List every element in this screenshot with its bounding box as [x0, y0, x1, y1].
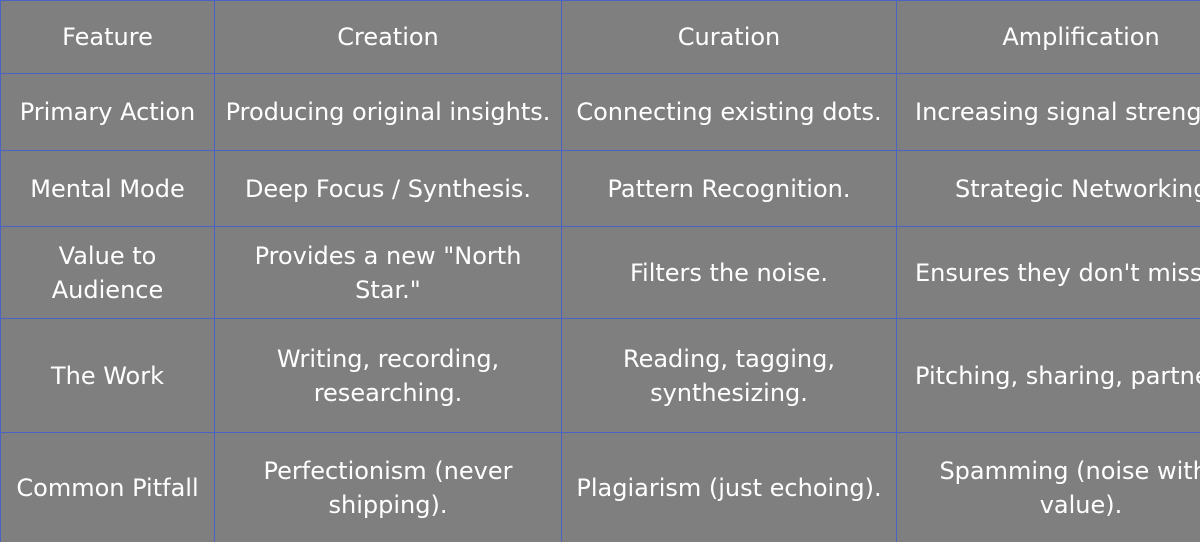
- row-label: Mental Mode: [0, 150, 215, 227]
- cell-amplification: Strategic Networking: [896, 150, 1200, 227]
- cell-amplification: Ensures they don't miss: [896, 226, 1200, 319]
- cell-creation: Writing, recording, researching.: [214, 318, 562, 433]
- cell-amplification: Increasing signal streng: [896, 73, 1200, 151]
- row-label: Value to Audience: [0, 226, 215, 319]
- cell-curation: Filters the noise.: [561, 226, 897, 319]
- cell-curation: Connecting existing dots.: [561, 73, 897, 151]
- header-feature: Feature: [0, 0, 215, 74]
- cell-creation: Provides a new "North Star.": [214, 226, 562, 319]
- cell-creation: Deep Focus / Synthesis.: [214, 150, 562, 227]
- cell-curation: Pattern Recognition.: [561, 150, 897, 227]
- table-row: The Work Writing, recording, researching…: [0, 318, 1200, 433]
- cell-creation: Producing original insights.: [214, 73, 562, 151]
- cell-curation: Reading, tagging, synthesizing.: [561, 318, 897, 433]
- header-amplification: Amplification: [896, 0, 1200, 74]
- table-row: Common Pitfall Perfectionism (never ship…: [0, 432, 1200, 542]
- row-label: Common Pitfall: [0, 432, 215, 542]
- cell-amplification: Spamming (noise witho value).: [896, 432, 1200, 542]
- header-curation: Curation: [561, 0, 897, 74]
- cell-curation: Plagiarism (just echoing).: [561, 432, 897, 542]
- table-row: Value to Audience Provides a new "North …: [0, 226, 1200, 319]
- row-label: The Work: [0, 318, 215, 433]
- table-row: Mental Mode Deep Focus / Synthesis. Patt…: [0, 150, 1200, 227]
- header-creation: Creation: [214, 0, 562, 74]
- cell-amplification: Pitching, sharing, partner: [896, 318, 1200, 433]
- table-row: Primary Action Producing original insigh…: [0, 73, 1200, 151]
- header-row: Feature Creation Curation Amplification: [0, 0, 1200, 74]
- cell-creation: Perfectionism (never shipping).: [214, 432, 562, 542]
- row-label: Primary Action: [0, 73, 215, 151]
